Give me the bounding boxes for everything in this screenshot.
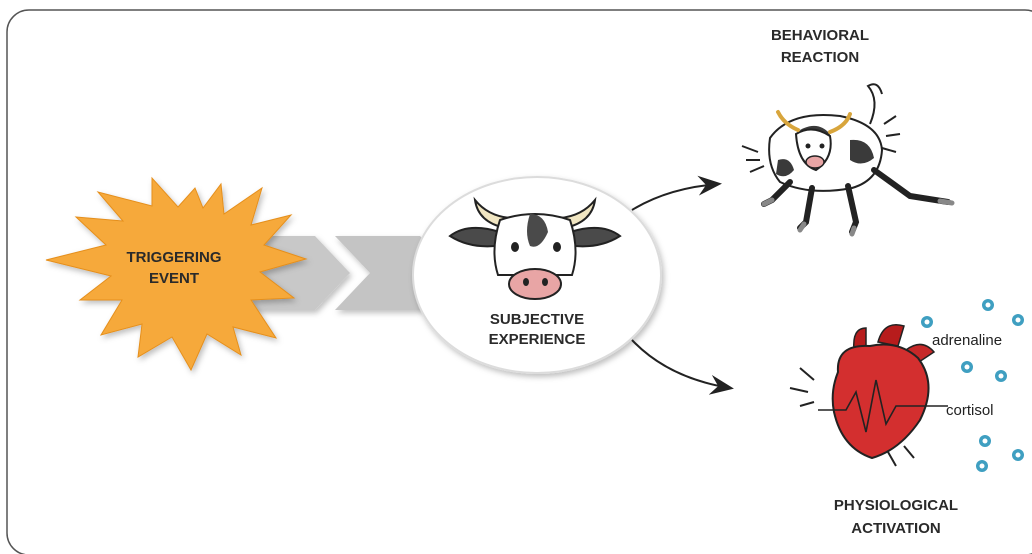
subjective-label-line2: EXPERIENCE bbox=[489, 331, 586, 348]
physiological-label-line1: PHYSIOLOGICAL bbox=[834, 497, 958, 514]
hormone-adrenaline-label: adrenaline bbox=[932, 332, 1002, 349]
trigger-label-line1: TRIGGERING bbox=[126, 249, 221, 266]
hormone-cortisol-label: cortisol bbox=[946, 402, 994, 419]
physiological-label-line2: ACTIVATION bbox=[851, 520, 940, 537]
behavioral-reaction: BEHAVIORAL REACTION bbox=[741, 27, 955, 237]
behavioral-label-line2: REACTION bbox=[781, 49, 859, 66]
flow-arrow-to-behavioral bbox=[631, 175, 722, 211]
trigger-label-line2: EVENT bbox=[149, 270, 199, 287]
subjective-label-line1: SUBJECTIVE bbox=[490, 311, 584, 328]
charging-cow-icon bbox=[741, 83, 955, 237]
physiological-activation: adrenaline cortisol PHYSIOLOGICAL ACTIVA… bbox=[789, 299, 1024, 537]
diagram-frame bbox=[6, 9, 1032, 554]
behavioral-label-line1: BEHAVIORAL bbox=[771, 27, 869, 44]
subjective-experience: SUBJECTIVE EXPERIENCE bbox=[412, 176, 662, 374]
triggering-event: TRIGGERING EVENT bbox=[45, 176, 308, 372]
molecule-icon bbox=[921, 299, 1024, 472]
heart-icon bbox=[789, 324, 948, 467]
flow-arrow-to-physiological bbox=[631, 339, 734, 395]
starburst-shape bbox=[45, 176, 308, 372]
cow-face-icon bbox=[448, 196, 622, 300]
